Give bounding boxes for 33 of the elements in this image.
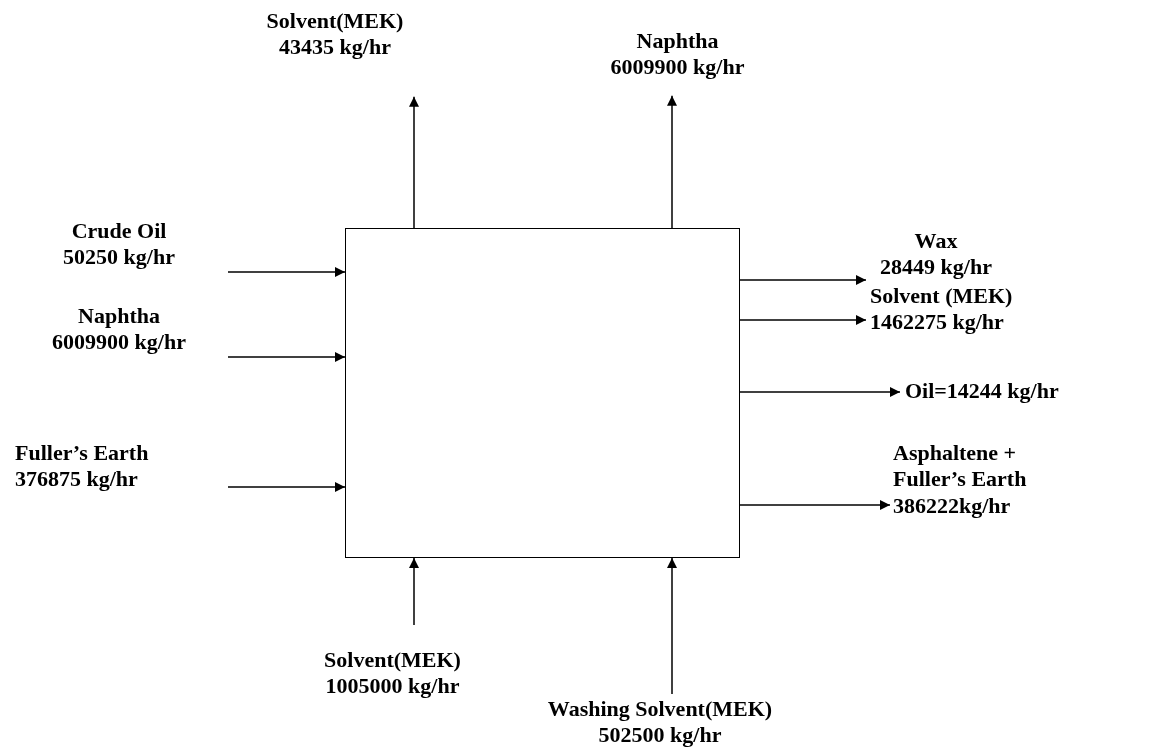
- arrow: [227, 482, 346, 492]
- flow-rate: 1462275 kg/hr: [870, 309, 1005, 336]
- process-box: [345, 228, 740, 558]
- arrow: [739, 387, 901, 397]
- flow-rate: 50250 kg/hr: [62, 244, 176, 271]
- arrow: [227, 267, 346, 277]
- stream-name: Asphaltene + Fuller’s Earth: [893, 440, 1028, 493]
- flow-rate: 1005000 kg/hr: [324, 673, 461, 700]
- stream-name: Naphtha: [635, 28, 720, 55]
- arrow: [409, 96, 419, 229]
- flow-rate: 502500 kg/hr: [597, 722, 723, 749]
- flow-rate: 28449 kg/hr: [879, 254, 993, 281]
- stream-name: Solvent(MEK): [265, 8, 405, 35]
- stream-name: Solvent(MEK): [323, 647, 462, 674]
- arrow: [667, 557, 677, 695]
- arrow: [667, 95, 677, 229]
- arrow: [739, 315, 867, 325]
- flow-rate: 6009900 kg/hr: [51, 329, 187, 356]
- flow-rate: 6009900 kg/hr: [609, 54, 746, 81]
- stream-name: Washing Solvent(MEK): [546, 696, 774, 723]
- arrow: [227, 352, 346, 362]
- arrow: [739, 275, 867, 285]
- stream-name: Crude Oil: [70, 218, 168, 245]
- stream-name: Naphtha: [77, 303, 161, 330]
- arrow: [739, 500, 891, 510]
- flow-rate: Oil=14244 kg/hr: [905, 378, 1060, 405]
- stream-name: Solvent (MEK): [870, 283, 1014, 310]
- stream-name: Wax: [913, 228, 959, 255]
- flow-rate: 43435 kg/hr: [278, 34, 392, 61]
- stream-name: Fuller’s Earth: [15, 440, 150, 467]
- flow-rate: 376875 kg/hr: [15, 466, 139, 493]
- arrow: [409, 557, 419, 626]
- flow-rate: 386222kg/hr: [893, 492, 1012, 520]
